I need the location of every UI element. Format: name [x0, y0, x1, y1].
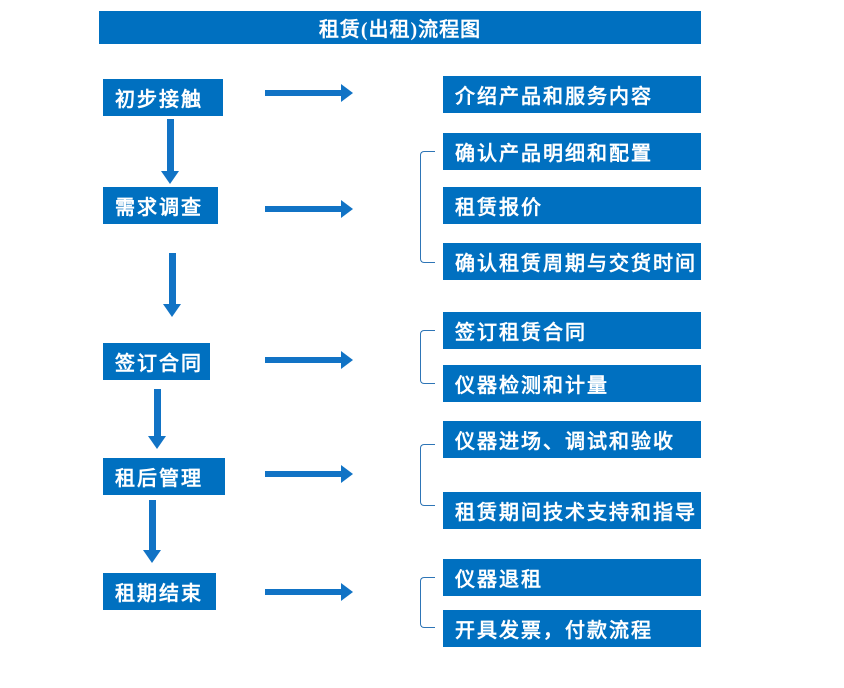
detail-box: 仪器检测和计量: [443, 365, 701, 402]
arrow-head: [161, 171, 179, 184]
arrow-shaft: [265, 471, 341, 477]
arrow-head: [341, 351, 353, 369]
right-arrow-icon: [265, 465, 353, 483]
arrow-shaft: [265, 589, 341, 595]
right-arrow-icon: [265, 84, 353, 102]
arrow-shaft: [166, 119, 174, 171]
arrow-head: [148, 436, 166, 449]
stage-demand-survey: 需求调查: [103, 187, 218, 224]
detail-box: 开具发票，付款流程: [443, 610, 701, 647]
right-arrow-icon: [265, 583, 353, 601]
flowchart-title: 租赁(出租)流程图: [99, 11, 701, 44]
arrow-head: [341, 583, 353, 601]
detail-box: 租赁报价: [443, 187, 701, 224]
arrow-head: [341, 200, 353, 218]
arrow-head: [341, 84, 353, 102]
down-arrow-icon: [148, 389, 166, 449]
detail-box: 租赁期间技术支持和指导: [443, 492, 701, 529]
stage-initial-contact: 初步接触: [103, 79, 223, 116]
arrow-shaft: [148, 500, 156, 550]
arrow-shaft: [265, 90, 341, 96]
group-bracket: [420, 577, 435, 628]
right-arrow-icon: [265, 351, 353, 369]
stage-sign-contract: 签订合同: [103, 343, 210, 380]
detail-box: 仪器退租: [443, 559, 701, 596]
arrow-shaft: [265, 206, 341, 212]
arrow-shaft: [168, 253, 176, 304]
group-bracket: [420, 444, 435, 506]
detail-box: 签订租赁合同: [443, 312, 701, 349]
arrow-shaft: [265, 357, 341, 363]
arrow-head: [163, 304, 181, 317]
arrow-shaft: [153, 389, 161, 436]
stage-post-rental-management: 租后管理: [103, 458, 225, 495]
down-arrow-icon: [143, 500, 161, 563]
right-arrow-icon: [265, 200, 353, 218]
stage-rental-end: 租期结束: [103, 573, 216, 610]
detail-box: 确认产品明细和配置: [443, 133, 701, 170]
down-arrow-icon: [161, 119, 179, 184]
arrow-head: [341, 465, 353, 483]
down-arrow-icon: [163, 253, 181, 317]
detail-box: 仪器进场、调试和验收: [443, 421, 701, 458]
arrow-head: [143, 550, 161, 563]
detail-box: 介绍产品和服务内容: [443, 76, 701, 113]
group-bracket: [420, 330, 435, 384]
group-bracket: [420, 151, 435, 263]
detail-box: 确认租赁周期与交货时间: [443, 243, 701, 280]
